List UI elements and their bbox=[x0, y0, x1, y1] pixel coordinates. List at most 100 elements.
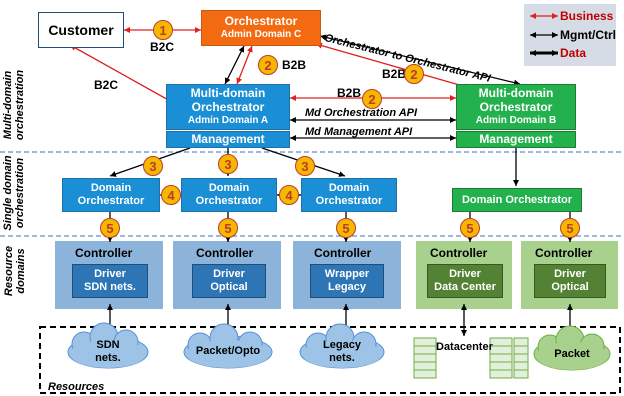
domain-orch-b-label: Domain Orchestrator bbox=[461, 193, 573, 206]
b2b-label-2: B2B bbox=[382, 67, 407, 81]
mgmt-orch-c-orch-b-arrow bbox=[319, 34, 521, 86]
resource-packet-opto-label: Packet/Opto bbox=[195, 345, 261, 357]
badge-5-2: 5 bbox=[218, 218, 238, 238]
b2c-customer-orch-a-arrow bbox=[69, 44, 173, 103]
section-multi-domain: Multi-domain orchestration bbox=[2, 62, 28, 148]
legend-data-label: Data bbox=[560, 46, 587, 60]
orch-a-management: Management bbox=[166, 131, 290, 148]
customer-box: Customer bbox=[38, 12, 124, 48]
orchestrator-c-subtitle: Admin Domain C bbox=[220, 29, 302, 41]
resource-legacy-label: Legacy nets. bbox=[318, 339, 366, 365]
resources-caption: Resources bbox=[48, 381, 105, 393]
driver-optical-a-line1: Driver bbox=[213, 268, 245, 281]
badge-3-left: 3 bbox=[143, 156, 163, 176]
domain-orchestrator-b: Domain Orchestrator bbox=[452, 188, 582, 212]
b2b-label-3: B2B bbox=[337, 86, 362, 100]
driver-data-center: Driver Data Center bbox=[427, 264, 503, 298]
orchestrator-admin-domain-c: Orchestrator Admin Domain C bbox=[201, 10, 321, 46]
badge-5-4: 5 bbox=[460, 218, 480, 238]
badge-5-5: 5 bbox=[560, 218, 580, 238]
driver-optical-b-line2: Optical bbox=[551, 281, 589, 293]
orch-a-title1: Multi-domain bbox=[190, 86, 266, 101]
domain-orch-right-line1: Domain bbox=[328, 182, 370, 195]
orch-b-title1: Multi-domain bbox=[478, 86, 554, 101]
domain-orch-left-line1: Domain bbox=[90, 182, 132, 195]
driver-dc-line1: Driver bbox=[449, 268, 481, 281]
wrapper-legacy: Wrapper Legacy bbox=[310, 264, 384, 298]
orch-a-subtitle: Admin Domain A bbox=[187, 115, 269, 127]
driver-optical-b-line1: Driver bbox=[554, 268, 586, 281]
orch-b-management: Management bbox=[456, 131, 576, 148]
section-single-line2: orchestration bbox=[14, 157, 26, 229]
badge-5-1: 5 bbox=[100, 218, 120, 238]
section-multi-line1: Multi-domain bbox=[2, 70, 14, 140]
cloud-legacy bbox=[299, 323, 385, 369]
section-single-line1: Single domain bbox=[2, 155, 14, 231]
resource-packet-label: Packet bbox=[554, 348, 590, 360]
resource-sdn-line1: SDN bbox=[96, 339, 120, 351]
cloud-packet bbox=[533, 325, 611, 371]
section-resource-line1: Resource bbox=[3, 245, 15, 297]
controller-5: Controller bbox=[535, 246, 593, 260]
b2c-left-label: B2C bbox=[94, 78, 119, 92]
md-orchestration-api-label: Md Orchestration API bbox=[305, 107, 418, 119]
resource-legacy-line2: nets. bbox=[329, 352, 355, 364]
domain-orch-mid-line2: Orchestrator bbox=[195, 195, 263, 207]
domain-orchestrator-mid: Domain Orchestrator bbox=[181, 178, 277, 212]
badge-2-mid: 2 bbox=[362, 89, 382, 109]
badge-4-right: 4 bbox=[279, 185, 299, 205]
b2c-top-label: B2C bbox=[150, 40, 175, 54]
badge-4-left: 4 bbox=[161, 185, 181, 205]
b2b-label-1: B2B bbox=[282, 58, 307, 72]
wrapper-legacy-line2: Legacy bbox=[328, 281, 366, 293]
resource-sdn-line2: nets. bbox=[95, 352, 121, 364]
domain-orch-right-line2: Orchestrator bbox=[315, 195, 383, 207]
cloud-packet-opto bbox=[183, 323, 273, 369]
driver-optical-a-line2: Optical bbox=[210, 281, 248, 293]
controller-4: Controller bbox=[430, 246, 488, 260]
badge-1: 1 bbox=[153, 20, 173, 40]
driver-sdn: Driver SDN nets. bbox=[72, 264, 148, 298]
section-multi-line2: orchestration bbox=[14, 69, 26, 141]
datacenter-racks-icon bbox=[413, 337, 529, 379]
badge-3-mid: 3 bbox=[218, 154, 238, 174]
domain-orch-left-line2: Orchestrator bbox=[77, 195, 145, 207]
controller-3: Controller bbox=[314, 246, 372, 260]
cloud-sdn bbox=[67, 322, 149, 369]
orch-b-subtitle: Admin Domain B bbox=[475, 115, 557, 127]
controller-2: Controller bbox=[196, 246, 254, 260]
driver-sdn-line2: SDN nets. bbox=[84, 281, 136, 293]
badge-2-right: 2 bbox=[404, 64, 424, 84]
multi-domain-orchestrator-a: Multi-domain Orchestrator Admin Domain A bbox=[166, 84, 290, 130]
md-management-api-label: Md Management API bbox=[305, 126, 413, 138]
legend-mgmt-label: Mgmt/Ctrl bbox=[560, 28, 616, 42]
domain-orchestrator-left: Domain Orchestrator bbox=[62, 178, 160, 212]
b2b-orch-c-orch-a-arrow bbox=[236, 45, 253, 85]
mgmt-orch-c-orch-a-arrow bbox=[224, 45, 245, 85]
domain-orch-mid-line1: Domain bbox=[208, 182, 250, 195]
customer-label: Customer bbox=[48, 21, 114, 38]
driver-sdn-line1: Driver bbox=[94, 268, 126, 281]
driver-dc-line2: Data Center bbox=[434, 281, 496, 293]
orchestrator-c-title: Orchestrator bbox=[224, 14, 298, 29]
driver-optical-a: Driver Optical bbox=[192, 264, 266, 298]
wrapper-legacy-line1: Wrapper bbox=[324, 268, 370, 281]
orch-b-management-label: Management bbox=[479, 131, 553, 146]
section-resource-domains: Resource domains bbox=[3, 241, 29, 301]
resource-sdn-label: SDN nets. bbox=[88, 339, 128, 365]
resource-legacy-line1: Legacy bbox=[323, 339, 361, 351]
domain-orchestrator-right: Domain Orchestrator bbox=[301, 178, 397, 212]
badge-3-right: 3 bbox=[295, 156, 315, 176]
driver-optical-b: Driver Optical bbox=[534, 264, 606, 298]
resources-box bbox=[39, 326, 621, 394]
badge-5-3: 5 bbox=[336, 218, 356, 238]
legend-business-label: Business bbox=[560, 9, 614, 23]
orch-a-title2: Orchestrator bbox=[191, 100, 265, 115]
multi-domain-orchestrator-b: Multi-domain Orchestrator Admin Domain B bbox=[456, 84, 576, 130]
badge-2-top: 2 bbox=[258, 55, 278, 75]
orch-b-title2: Orchestrator bbox=[479, 100, 553, 115]
controller-1: Controller bbox=[75, 246, 133, 260]
section-single-domain: Single domain orchestration bbox=[2, 148, 28, 238]
orch-a-management-label: Management bbox=[191, 131, 265, 146]
